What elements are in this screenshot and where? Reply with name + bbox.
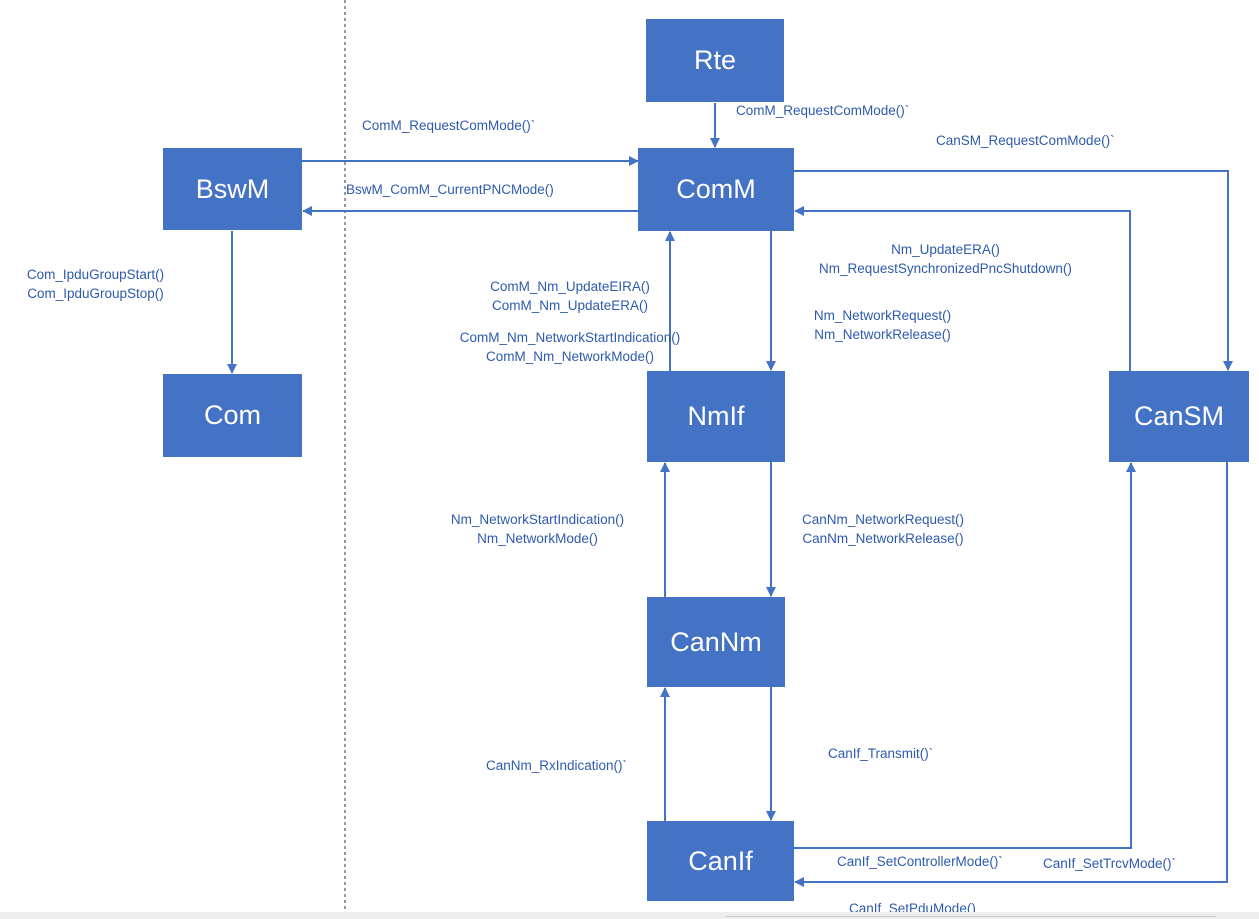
label-comm-to-nmif: Nm_NetworkRequest() Nm_NetworkRelease() (795, 306, 970, 344)
arrow-canif-to-cansm (794, 462, 1136, 849)
label-cansm-to-comm: Nm_UpdateERA() Nm_RequestSynchronizedPnc… (803, 240, 1088, 278)
arrow-cansm-to-comm (794, 206, 1131, 371)
module-cansm[interactable]: CanSM (1109, 371, 1249, 462)
label-nmif-to-cannm: CanNm_NetworkRequest() CanNm_NetworkRele… (788, 510, 978, 548)
label-cannm-to-canif: CanIf_Transmit()` (828, 746, 934, 761)
bottom-strip-line (726, 916, 1216, 917)
label-line: ComM_Nm_UpdateEIRA() (490, 279, 650, 294)
label-line: Com_IpduGroupStop() (27, 286, 164, 301)
label-bswm-to-comm: ComM_RequestComMode()` (362, 118, 536, 133)
label-cannm-to-nmif: Nm_NetworkStartIndication() Nm_NetworkMo… (430, 510, 645, 548)
label-line: CanNm_NetworkRelease() (802, 531, 964, 546)
label-line: Nm_NetworkStartIndication() (450, 512, 625, 527)
module-comm[interactable]: ComM (638, 148, 794, 231)
arrow-cansm-to-canif (794, 462, 1228, 887)
module-nmif[interactable]: NmIf (647, 371, 785, 462)
module-com[interactable]: Com (163, 374, 302, 457)
label-comm-to-cansm: CanSM_RequestComMode()` (936, 133, 1115, 148)
label-line: ComM_Nm_NetworkStartIndication() (459, 330, 681, 345)
module-rte[interactable]: Rte (646, 19, 784, 102)
label-bswm-to-com: Com_IpduGroupStart() Com_IpduGroupStop() (18, 265, 173, 303)
module-canif[interactable]: CanIf (647, 821, 794, 901)
label-line: ComM_Nm_UpdateERA() (491, 298, 649, 313)
label-line: Nm_NetworkRequest() (813, 308, 952, 323)
bottom-strip (0, 912, 1259, 919)
module-bswm[interactable]: BswM (163, 148, 302, 230)
label-nmif-to-comm: ComM_Nm_UpdateEIRA() ComM_Nm_UpdateERA()… (440, 277, 700, 366)
label-canif-to-cansm: CanIf_SetControllerMode()` (837, 854, 1003, 869)
module-cannm[interactable]: CanNm (647, 597, 785, 687)
label-line: Nm_NetworkMode() (477, 531, 598, 546)
label-line: Com_IpduGroupStart() (26, 267, 165, 282)
arrow-comm-to-cansm (794, 170, 1233, 371)
label-line: ComM_Nm_NetworkMode() (485, 349, 655, 364)
label-canif-to-cannm: CanNm_RxIndication()` (486, 758, 628, 773)
label-line: Nm_UpdateERA() (891, 242, 1000, 257)
label-line: Nm_RequestSynchronizedPncShutdown() (819, 261, 1072, 276)
label-line: CanNm_NetworkRequest() (801, 512, 965, 527)
label-rte-to-comm: ComM_RequestComMode()` (736, 103, 910, 118)
label-cansm-to-canif-trcv: CanIf_SetTrcvMode()` (1043, 856, 1177, 871)
label-comm-to-bswm: BswM_ComM_CurrentPNCMode() (346, 182, 554, 197)
label-line: Nm_NetworkRelease() (814, 327, 951, 342)
